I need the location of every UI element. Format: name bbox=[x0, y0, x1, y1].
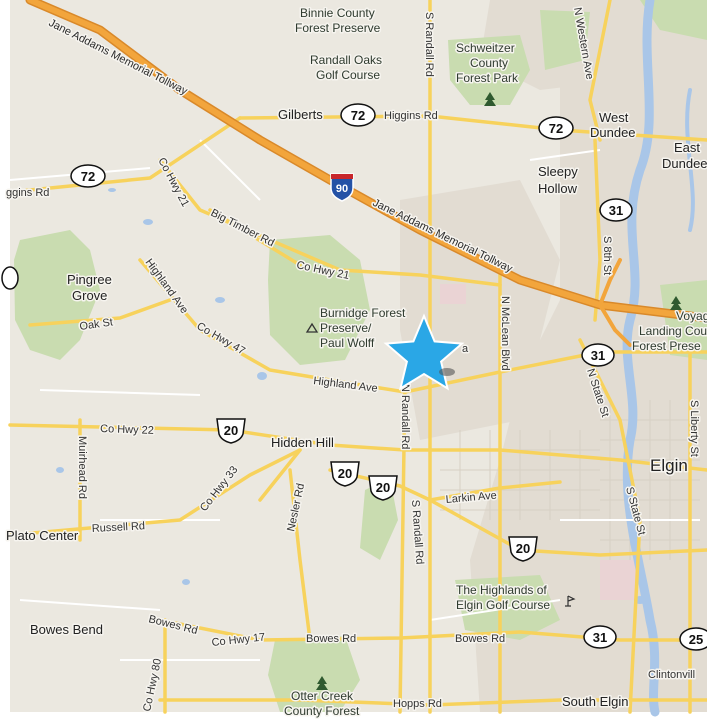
label-plato-center: Plato Center bbox=[6, 528, 79, 543]
label-pingree-2: Grove bbox=[72, 288, 107, 303]
svg-text:90: 90 bbox=[336, 183, 348, 195]
state-route-shield-25-icon: 25 bbox=[679, 627, 707, 651]
label-west-dundee-2: Dundee bbox=[590, 125, 636, 140]
tollway bbox=[25, 0, 707, 347]
label-burnidge-3: Paul Wolff bbox=[320, 336, 375, 350]
label-otter-1: Otter Creek bbox=[291, 689, 354, 703]
state-route-shield-31-north-icon: 31 bbox=[599, 198, 633, 222]
label-bowes-bend: Bowes Bend bbox=[30, 622, 103, 637]
label-schweitzer-3: Forest Park bbox=[456, 71, 519, 85]
label-burnidge-2: Preserve/ bbox=[320, 321, 372, 335]
label-sleepy-hollow-2: Hollow bbox=[538, 181, 578, 196]
star-marker-icon[interactable] bbox=[383, 313, 465, 391]
road-label-russell-rd: Russell Rd bbox=[92, 520, 146, 535]
map-frame-left bbox=[0, 0, 10, 721]
label-schweitzer-2: County bbox=[470, 56, 508, 70]
road-label-co-hwy-17: Co Hwy 17 bbox=[211, 631, 266, 649]
road-label-co-hwy-22: Co Hwy 22 bbox=[100, 423, 154, 437]
campground-icon bbox=[305, 322, 319, 333]
label-south-elgin: South Elgin bbox=[562, 694, 629, 709]
label-randall-oaks-2: Golf Course bbox=[316, 68, 380, 82]
label-binnie-2: Forest Preserve bbox=[295, 21, 381, 35]
road-label-s-liberty-st: S Liberty St bbox=[688, 400, 700, 457]
road-label-higgins-rd-left: ggins Rd bbox=[6, 187, 49, 199]
road-label-hopps-rd: Hopps Rd bbox=[393, 698, 442, 710]
svg-text:31: 31 bbox=[609, 203, 623, 218]
label-randall-oaks-1: Randall Oaks bbox=[310, 53, 382, 67]
state-route-shield-72-west-icon: 72 bbox=[70, 164, 106, 188]
label-gilberts: Gilberts bbox=[278, 107, 323, 122]
road-label-n-randall-rd: N Randall Rd bbox=[399, 384, 411, 449]
state-route-shield-72-gilberts-icon: 72 bbox=[340, 103, 376, 127]
label-east-dundee-1: East bbox=[674, 140, 700, 155]
label-voyagers-1: Voyagers bbox=[676, 309, 707, 323]
label-binnie-1: Binnie County bbox=[300, 6, 375, 20]
svg-text:31: 31 bbox=[591, 348, 605, 363]
us-route-shield-20-a-icon: 20 bbox=[330, 461, 360, 487]
road-label-bowes-rd-c: Bowes Rd bbox=[455, 633, 505, 645]
label-sleepy-hollow-1: Sleepy bbox=[538, 164, 578, 179]
label-elgin: Elgin bbox=[650, 456, 688, 475]
label-west-dundee-1: West bbox=[599, 110, 629, 125]
map-frame-bottom bbox=[0, 712, 707, 721]
state-route-shield-31-center-icon: 31 bbox=[581, 343, 615, 367]
minor-roads bbox=[9, 139, 700, 661]
label-burnidge-1: Burnidge Forest bbox=[320, 306, 406, 320]
svg-text:31: 31 bbox=[593, 630, 607, 645]
svg-text:20: 20 bbox=[376, 480, 390, 495]
label-voyagers-3: Forest Prese bbox=[632, 339, 701, 353]
golf-flag-icon bbox=[565, 595, 576, 607]
road-label-muirhead-rd: Muirhead Rd bbox=[76, 436, 88, 499]
label-voyagers-2: Landing Cou bbox=[639, 324, 707, 338]
road-label-s-randall-top: S Randall Rd bbox=[423, 12, 435, 77]
road-label-s-8th-st: S 8th St bbox=[601, 236, 613, 275]
svg-text:20: 20 bbox=[338, 466, 352, 481]
fox-river bbox=[622, 0, 695, 717]
road-label-higgins-rd: Higgins Rd bbox=[384, 110, 438, 122]
state-route-shield-edge-icon bbox=[1, 266, 19, 290]
svg-text:20: 20 bbox=[516, 541, 530, 556]
pink-zones bbox=[440, 284, 636, 600]
interstate-90-shield-icon: 90 bbox=[330, 173, 354, 202]
tree-icon bbox=[316, 92, 682, 690]
state-route-shield-31-south-icon: 31 bbox=[583, 625, 617, 649]
svg-text:72: 72 bbox=[549, 121, 563, 136]
label-highlands-2: Elgin Golf Course bbox=[456, 598, 550, 612]
svg-text:72: 72 bbox=[351, 108, 365, 123]
road-label-n-mclean-blvd: N McLean Blvd bbox=[499, 296, 511, 371]
label-schweitzer-1: Schweitzer bbox=[456, 41, 515, 55]
label-highlands-1: The Highlands of bbox=[456, 583, 547, 597]
label-clintonville: Clintonvill bbox=[648, 669, 695, 681]
label-east-dundee-2: Dundee bbox=[662, 156, 707, 171]
svg-text:72: 72 bbox=[81, 169, 95, 184]
label-otter-2: County Forest bbox=[284, 704, 360, 718]
label-pingree-1: Pingree bbox=[67, 272, 112, 287]
road-label-partial-a: a bbox=[462, 343, 469, 355]
parks bbox=[14, 0, 707, 712]
label-hidden-hill: Hidden Hill bbox=[271, 435, 334, 450]
road-label-bowes-rd-b: Bowes Rd bbox=[306, 633, 356, 645]
us-route-shield-20-hidden-hill-icon: 20 bbox=[216, 418, 246, 444]
us-route-shield-20-b-icon: 20 bbox=[368, 475, 398, 501]
svg-text:25: 25 bbox=[689, 632, 703, 647]
svg-text:20: 20 bbox=[224, 423, 238, 438]
us-route-shield-20-c-icon: 20 bbox=[508, 536, 538, 562]
state-route-shield-72-dundee-icon: 72 bbox=[538, 116, 574, 140]
